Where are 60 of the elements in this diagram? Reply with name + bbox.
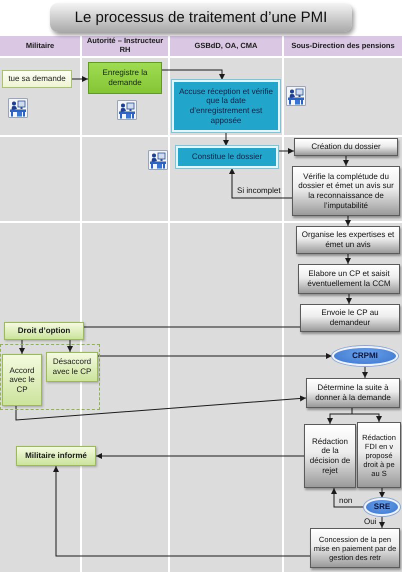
step-text: CRPMI xyxy=(352,351,378,361)
step-text: Vérifie la complétude du dossier et émet un avis sur la reconnaissance de l’imputabilité xyxy=(297,172,395,210)
arrow xyxy=(278,148,294,154)
arrow xyxy=(67,340,73,352)
connector-line xyxy=(84,326,300,328)
step-text: Détermine la suite à donner à la demande xyxy=(314,383,392,403)
process-box xyxy=(172,80,280,132)
step-text: Rédaction de la décision de rejet xyxy=(308,436,352,476)
arrow xyxy=(352,408,382,422)
step-text: Désaccord avec le CP xyxy=(52,357,92,377)
process-box xyxy=(4,322,84,340)
step-text: Droit d’option xyxy=(18,326,70,336)
arrow xyxy=(346,294,352,304)
edge-label: Si incomplet xyxy=(236,186,282,196)
arrow xyxy=(53,466,310,556)
arrow xyxy=(72,76,88,82)
process-box xyxy=(300,304,400,332)
step-text: Constitue le dossier xyxy=(192,152,262,162)
step-text: Organise les expertises et émet un avis xyxy=(300,230,396,250)
edge-label: Oui xyxy=(363,517,378,526)
process-box xyxy=(292,166,400,216)
step-text: Accord avec le CP xyxy=(8,366,36,394)
arrow xyxy=(162,70,225,80)
dashed-group-frame xyxy=(0,344,100,410)
step-text: Envoie le CP au demandeur xyxy=(320,308,380,328)
process-box xyxy=(306,378,400,408)
arrow xyxy=(379,488,385,498)
arrow xyxy=(229,168,292,198)
arrow xyxy=(343,156,349,166)
process-box xyxy=(304,424,356,488)
arrow xyxy=(96,453,304,459)
step-text: Militaire informé xyxy=(25,451,87,461)
arrow xyxy=(362,366,368,378)
process-box xyxy=(2,354,42,406)
arrow xyxy=(223,132,229,146)
process-box xyxy=(46,352,98,382)
process-box xyxy=(357,422,401,488)
process-box xyxy=(2,70,72,88)
process-box xyxy=(296,226,400,254)
step-text: Accuse réception et vérifie que la date d’enregistrement est apposée xyxy=(178,86,274,126)
arrow xyxy=(379,516,385,528)
arrow xyxy=(345,216,351,226)
process-box xyxy=(310,528,400,568)
title-banner: Le processus de traitement d’une PMI xyxy=(50,3,352,32)
process-box xyxy=(298,264,400,294)
step-text: SRE xyxy=(374,502,390,512)
arrow xyxy=(331,488,364,508)
process-box xyxy=(16,446,96,466)
edge-label: non xyxy=(338,496,354,506)
step-text: Enregistre la demande xyxy=(102,68,148,88)
arrow xyxy=(345,254,351,264)
step-text: tue sa demande xyxy=(8,74,66,84)
step-text: Création du dossier xyxy=(311,142,381,152)
step-text: Elabore un CP et saisit éventuellement la CCM xyxy=(306,269,392,289)
arrow xyxy=(19,340,25,354)
process-box xyxy=(176,146,278,168)
arrow xyxy=(16,395,306,421)
process-box xyxy=(88,62,162,94)
arrow xyxy=(98,353,332,359)
process-box xyxy=(294,138,398,156)
